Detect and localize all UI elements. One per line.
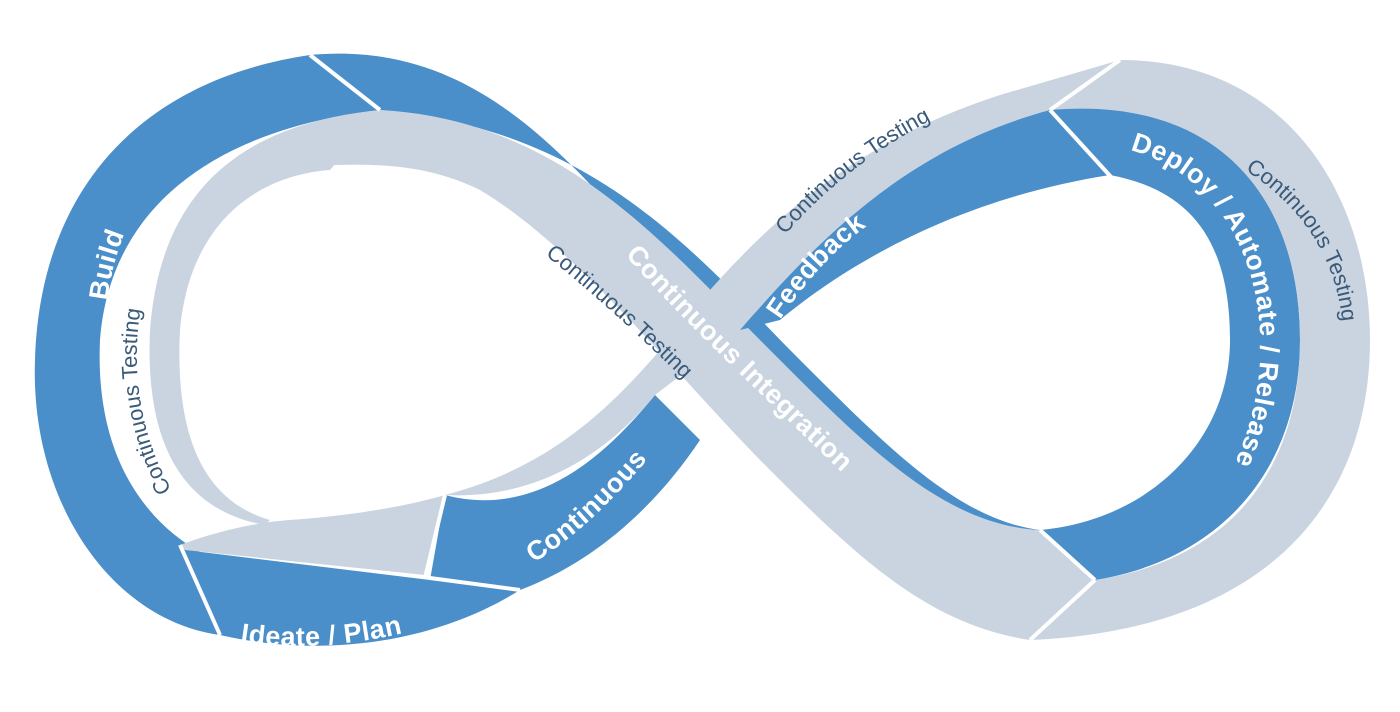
divider-1 — [308, 53, 382, 112]
right-deploy-band — [1040, 107, 1300, 580]
lower-blue-band — [185, 550, 520, 646]
right-outer-grey — [1030, 60, 1370, 640]
infinity-bands — [34, 53, 1370, 646]
divider-4 — [429, 576, 521, 592]
feedback-band — [740, 110, 1110, 330]
segment-dividers — [178, 53, 1122, 642]
divider-7 — [1038, 528, 1097, 582]
divider-5 — [1048, 108, 1114, 180]
divider-6 — [1048, 58, 1122, 112]
divider-2 — [178, 544, 222, 636]
lower-diagonal-blue — [430, 395, 700, 590]
diagonal-grey-band — [325, 110, 1095, 640]
lower-grey-band — [180, 495, 445, 575]
left-outer-band — [34, 55, 381, 635]
divider-8 — [1028, 578, 1097, 642]
left-inner-band — [149, 110, 380, 525]
divider-3 — [423, 494, 447, 579]
center-grey-band — [445, 60, 1120, 496]
